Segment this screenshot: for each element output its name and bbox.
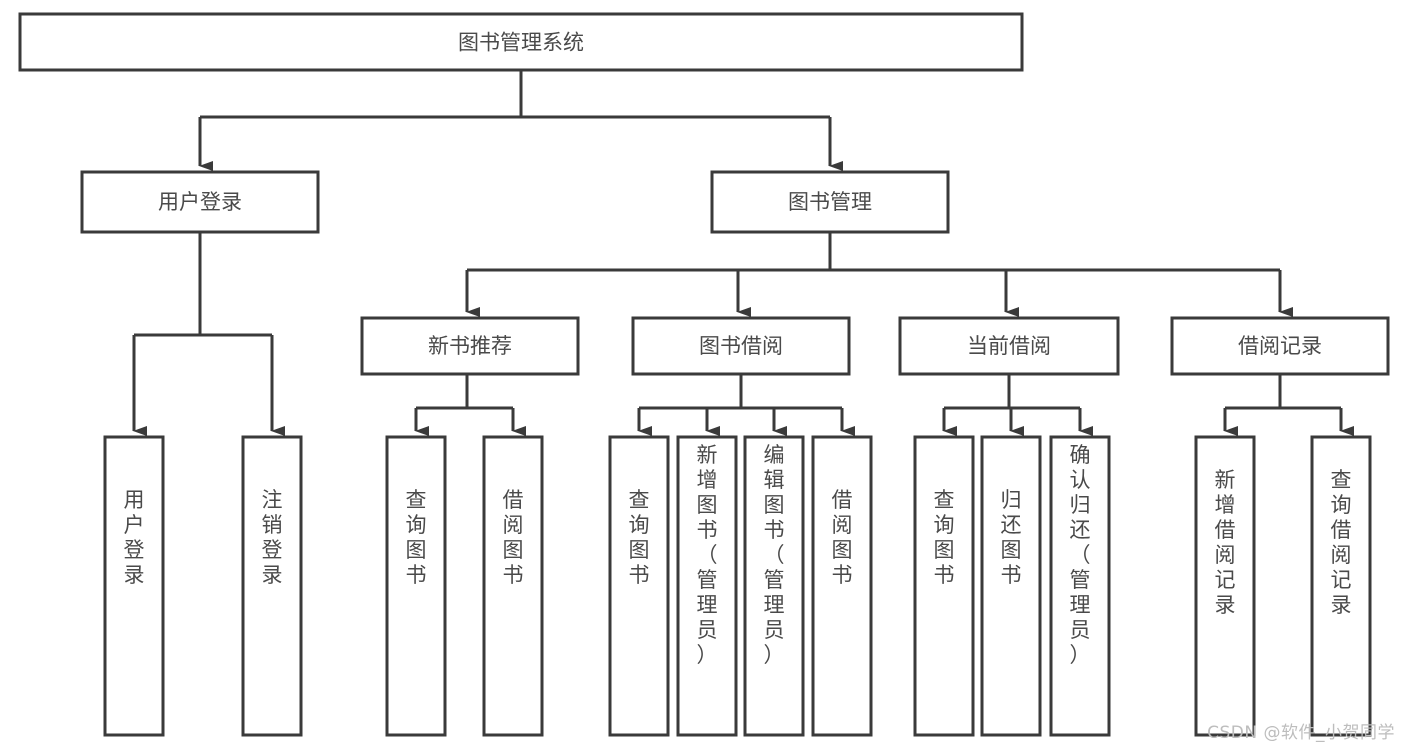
leaf-query-book-borrow[interactable]: 查询图书 [608, 435, 670, 737]
node-label: 借阅图书 [503, 488, 524, 587]
node-label: 查询图书 [934, 488, 955, 587]
node-label: 借阅图书 [832, 488, 853, 587]
node-label: 确认归还（管理员） [1070, 443, 1091, 667]
node-box[interactable] [676, 435, 738, 737]
node-box[interactable] [103, 435, 165, 737]
node-label: 查询借阅记录 [1331, 468, 1352, 617]
node-label: 图书管理系统 [458, 31, 584, 55]
leaf-confirm-return-admin[interactable]: 确认归还（管理员） [1049, 435, 1111, 737]
leaf-query-book-recommend[interactable]: 查询图书 [385, 435, 447, 737]
node-box[interactable] [1049, 435, 1111, 737]
node-label: 图书管理 [788, 190, 872, 214]
node-label: 借阅记录 [1238, 334, 1322, 358]
node-book-borrow[interactable]: 图书借阅 [631, 316, 851, 376]
node-label: 注销登录 [262, 488, 283, 587]
node-box[interactable] [980, 435, 1042, 737]
node-box[interactable] [811, 435, 873, 737]
leaf-return-book[interactable]: 归还图书 [980, 435, 1042, 737]
node-label: 归还图书 [1001, 488, 1022, 587]
leaf-user-login[interactable]: 用户登录 [103, 435, 165, 737]
leaf-query-borrow-record[interactable]: 查询借阅记录 [1310, 435, 1372, 737]
node-box[interactable] [898, 316, 1120, 376]
leaf-edit-book-admin[interactable]: 编辑图书（管理员） [743, 435, 805, 737]
node-box[interactable] [1194, 435, 1256, 737]
node-label: 新增借阅记录 [1215, 468, 1236, 617]
node-box[interactable] [1310, 435, 1372, 737]
node-new-book-recommend[interactable]: 新书推荐 [360, 316, 580, 376]
node-label: 新增图书（管理员） [697, 443, 718, 667]
node-borrow-record[interactable]: 借阅记录 [1170, 316, 1390, 376]
node-user-login[interactable]: 用户登录 [80, 170, 320, 234]
node-book-management[interactable]: 图书管理 [710, 170, 950, 234]
node-root-system[interactable]: 图书管理系统 [18, 12, 1024, 72]
leaf-query-book-current[interactable]: 查询图书 [913, 435, 975, 737]
node-box[interactable] [482, 435, 544, 737]
node-label: 图书借阅 [699, 334, 783, 358]
node-label: 当前借阅 [967, 334, 1051, 358]
node-box[interactable] [241, 435, 303, 737]
node-current-borrow[interactable]: 当前借阅 [898, 316, 1120, 376]
node-box[interactable] [913, 435, 975, 737]
leaf-logout[interactable]: 注销登录 [241, 435, 303, 737]
node-box[interactable] [608, 435, 670, 737]
connector-layer [132, 70, 1354, 436]
node-box[interactable] [360, 316, 580, 376]
leaf-add-book-admin[interactable]: 新增图书（管理员） [676, 435, 738, 737]
node-box[interactable] [710, 170, 950, 234]
node-box[interactable] [743, 435, 805, 737]
node-label: 用户登录 [124, 488, 145, 587]
leaf-borrow-book[interactable]: 借阅图书 [811, 435, 873, 737]
leaf-add-borrow-record[interactable]: 新增借阅记录 [1194, 435, 1256, 737]
node-box[interactable] [18, 12, 1024, 72]
node-box[interactable] [80, 170, 320, 234]
node-layer: 图书管理系统 用户登录 图书管理 新书推荐 图书借阅 当前 [18, 12, 1390, 737]
node-box[interactable] [1170, 316, 1390, 376]
leaf-borrow-book-recommend[interactable]: 借阅图书 [482, 435, 544, 737]
node-label: 新书推荐 [428, 334, 512, 358]
node-label: 查询图书 [406, 488, 427, 587]
node-label: 编辑图书（管理员） [764, 443, 785, 667]
node-label: 用户登录 [158, 190, 242, 214]
node-box[interactable] [631, 316, 851, 376]
node-label: 查询图书 [629, 488, 650, 587]
node-box[interactable] [385, 435, 447, 737]
